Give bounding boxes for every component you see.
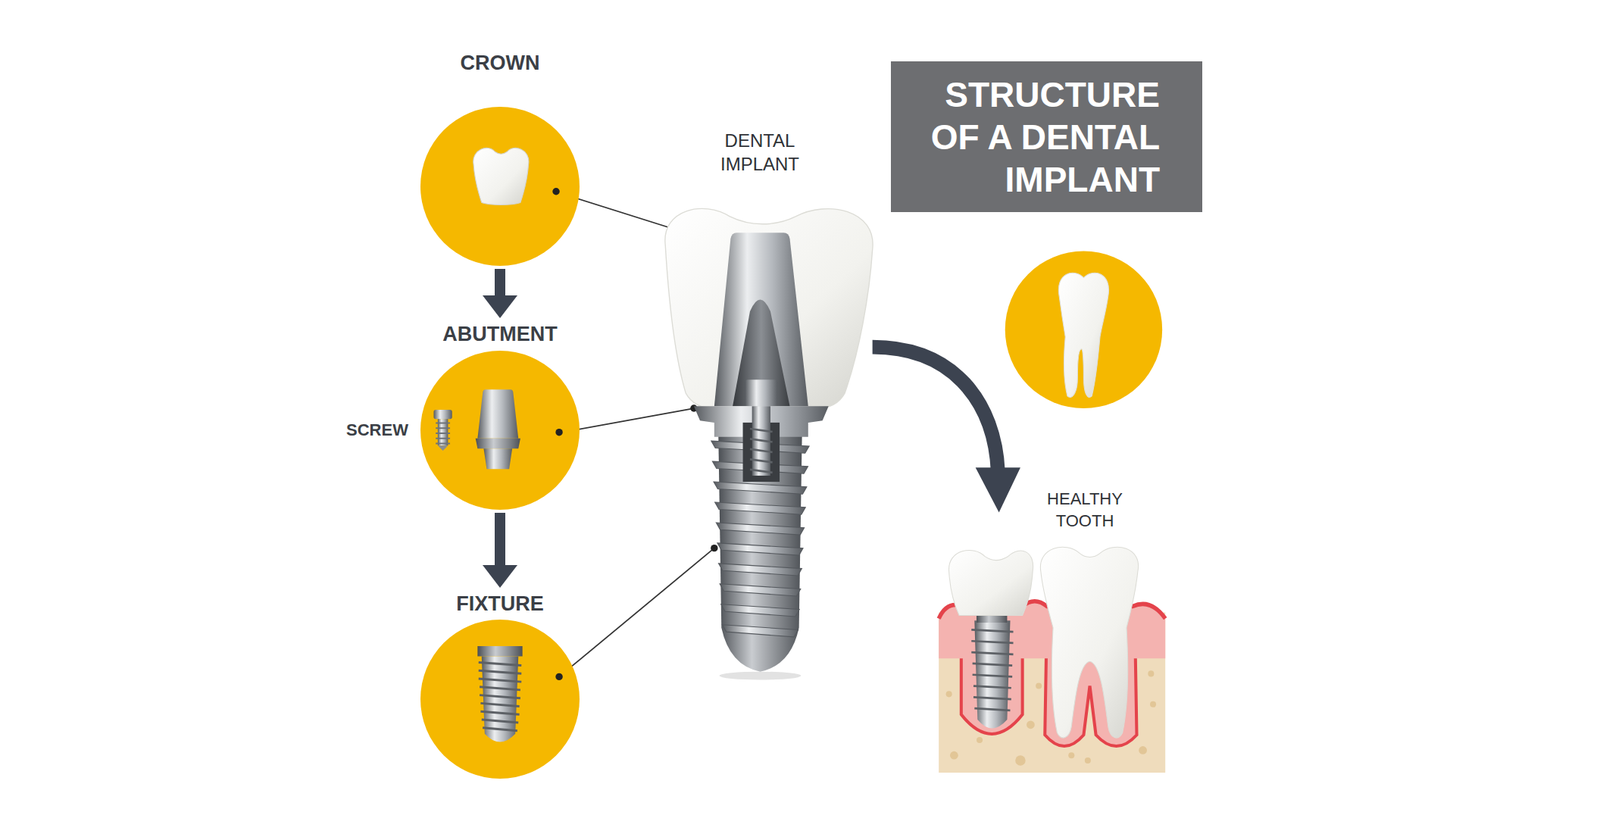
part-label: DENTAL IMPLANT	[699, 128, 821, 176]
circle-heading: ABUTMENT	[420, 321, 580, 347]
implant-illustration-part	[665, 208, 873, 409]
part-icon	[477, 646, 522, 743]
jaw-scene-part-part	[1015, 755, 1025, 766]
circle-fill	[420, 619, 580, 779]
yellow-circle	[420, 350, 580, 510]
leader-dot	[555, 673, 563, 681]
implant-illustration-part	[718, 563, 803, 576]
implant-illustration-part	[732, 300, 790, 407]
circle-fill	[420, 106, 580, 266]
leader-dot	[555, 428, 563, 436]
jaw-scene-part	[971, 629, 1013, 710]
tooth-circle-part	[1005, 251, 1163, 410]
tooth-circle-part	[1058, 272, 1109, 397]
arrow-shaft	[494, 268, 506, 300]
implant-illustration-part	[714, 232, 809, 407]
arrow-head	[482, 295, 518, 319]
yellow-circle-node: ABUTMENT SCREW	[340, 321, 580, 510]
implant-illustration-part	[721, 604, 800, 617]
implant-illustration-part	[715, 522, 804, 535]
leader-dot	[552, 187, 560, 195]
circle-heading: CROWN	[420, 50, 580, 76]
jaw-scene-part-part	[976, 737, 983, 744]
circle-heading: FIXTURE	[420, 590, 580, 617]
jaw-scene-part-part	[1026, 720, 1035, 729]
jaw-scene-part-part	[1147, 670, 1154, 677]
heading-slot: ABUTMENT	[420, 321, 580, 347]
title-box: STRUCTURE OF A DENTAL IMPLANT	[890, 61, 1203, 213]
part-label: HEALTHY TOOTH	[1031, 488, 1138, 532]
part-icon	[473, 147, 529, 205]
implant-illustration-part	[750, 428, 773, 473]
leader-lines-part	[559, 548, 715, 678]
curved-arrow-part	[975, 467, 1021, 513]
jaw-scene-part-part	[1084, 757, 1091, 764]
jaw-scene-part-part	[950, 751, 959, 760]
yellow-circle	[420, 619, 580, 779]
part-name: SCREW	[340, 419, 414, 441]
side-label-slot: SCREW	[340, 419, 414, 441]
implant-illustration-part	[744, 379, 778, 407]
jaw-scene-part	[949, 550, 1034, 616]
jaw-scene-part-part	[946, 690, 953, 697]
implant-illustration-part	[715, 502, 807, 515]
arrow-shaft	[494, 512, 506, 570]
yellow-circle-node: CROWN	[420, 50, 580, 266]
implant-illustration	[665, 208, 873, 680]
implant-illustration-part	[721, 625, 798, 638]
implant-illustration-part	[717, 543, 804, 556]
implant-illustration-part	[713, 481, 807, 494]
leader-dots-part	[710, 544, 718, 552]
jaw-scene-part-part	[1150, 701, 1157, 708]
title-text: STRUCTURE OF A DENTAL IMPLANT	[917, 73, 1160, 201]
tooth-circle	[1005, 251, 1163, 410]
label-slot: DENTAL IMPLANT	[699, 128, 821, 176]
flow-arrow	[482, 512, 518, 588]
jaw-scene	[938, 546, 1166, 773]
curved-arrow-part	[872, 346, 999, 472]
label-slot: HEALTHY TOOTH	[1031, 488, 1138, 532]
jaw-scene-part	[1040, 546, 1138, 738]
yellow-circle	[420, 106, 580, 266]
flow-arrow	[482, 268, 518, 319]
part-icon	[434, 389, 521, 469]
jaw-scene-part-part	[1068, 752, 1075, 759]
implant-illustration-part	[719, 584, 801, 597]
heading-slot: CROWN	[420, 50, 580, 76]
circle-fill	[420, 350, 580, 510]
implant-illustration-part	[719, 671, 802, 681]
heading-slot: FIXTURE	[420, 590, 580, 617]
curved-arrow	[872, 346, 1021, 513]
yellow-circle-node: FIXTURE	[420, 590, 580, 779]
jaw-scene-part-part	[1138, 746, 1147, 755]
jaw-scene-part-part	[1035, 683, 1042, 690]
arrow-head	[482, 565, 518, 588]
